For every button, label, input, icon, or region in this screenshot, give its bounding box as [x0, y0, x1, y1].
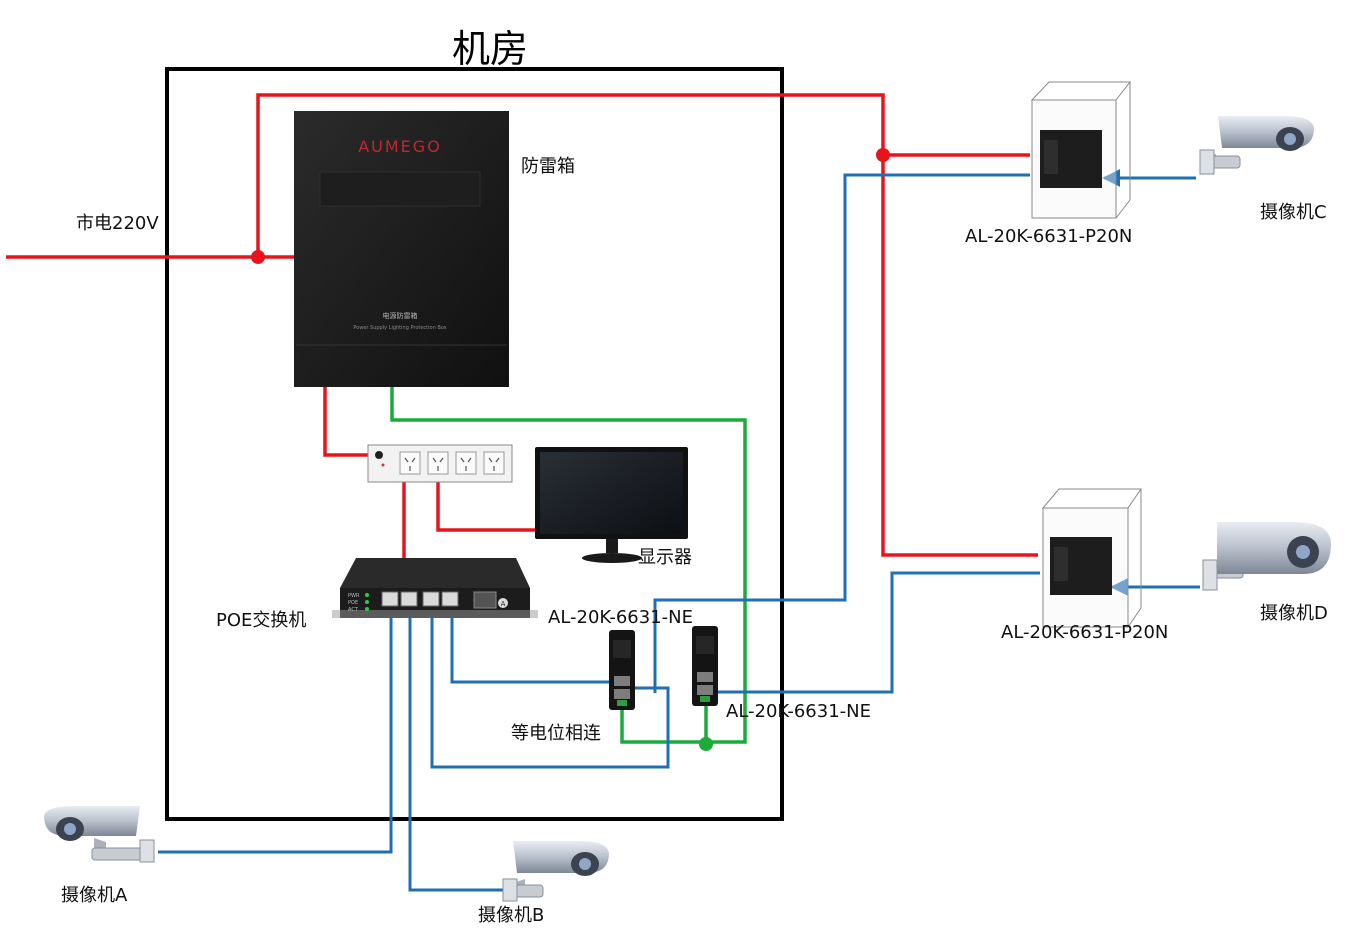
ground-lines: [390, 386, 747, 744]
outdoor-enclosure-bottom: [1041, 488, 1142, 628]
label-p20n-top: AL-20K-6631-P20N: [965, 226, 1133, 247]
power-strip-switch: [375, 451, 383, 459]
label-ne-bottom: AL-20K-6631-NE: [726, 701, 871, 722]
machine-room-title: 机房: [452, 27, 529, 71]
label-mains-220v: 市电220V: [76, 213, 159, 234]
led-label-pwr: PWR: [348, 593, 360, 599]
label-camera-d: 摄像机D: [1260, 603, 1328, 624]
label-p20n-bottom: AL-20K-6631-P20N: [1001, 622, 1169, 643]
outlet: [455, 451, 477, 475]
power-junction-outdoor: [876, 148, 890, 162]
switch-ports: [381, 591, 459, 607]
outlet: [399, 451, 421, 475]
power-junction-mains: [251, 250, 265, 264]
camera-c: [1199, 116, 1314, 175]
ground-junction: [699, 737, 713, 751]
power-lines: [6, 93, 1038, 560]
switch-leds: PWR POE ACT: [348, 593, 369, 613]
surge-protection-box: AUMEGO 电源防雷箱 Power Supply Lighting Prote…: [294, 111, 509, 387]
camera-b: [502, 841, 609, 902]
box-brand: AUMEGO: [358, 137, 442, 156]
sfp-port: [473, 591, 497, 609]
camera-a: [44, 806, 155, 863]
ne-arrestor-1: [609, 630, 635, 710]
camera-d: [1202, 522, 1331, 591]
switch-port-letter: A: [501, 600, 506, 608]
label-camera-b: 摄像机B: [478, 905, 545, 926]
box-title-cn: 电源防雷箱: [383, 311, 418, 320]
label-surge-box: 防雷箱: [521, 156, 575, 177]
label-ne-top: AL-20K-6631-NE: [548, 607, 693, 628]
led-label-act: ACT: [348, 607, 359, 613]
ne-arrestor-2: [692, 626, 718, 706]
box-title-en: Power Supply Lighting Protection Box: [353, 325, 446, 331]
outlet: [483, 451, 505, 475]
label-poe-switch: POE交换机: [216, 610, 307, 631]
outdoor-enclosure-top: [1030, 81, 1132, 219]
power-strip: [367, 444, 513, 483]
outlet: [427, 451, 449, 475]
machine-room-frame: [165, 67, 784, 821]
led-label-poe: POE: [348, 600, 358, 606]
monitor: [535, 447, 688, 563]
data-lines: [158, 173, 1040, 892]
label-equipotential: 等电位相连: [511, 723, 601, 744]
poe-switch: PWR POE ACT A: [332, 558, 538, 618]
label-camera-a: 摄像机A: [61, 885, 128, 906]
label-camera-c: 摄像机C: [1260, 202, 1327, 223]
label-monitor: 显示器: [638, 547, 692, 568]
